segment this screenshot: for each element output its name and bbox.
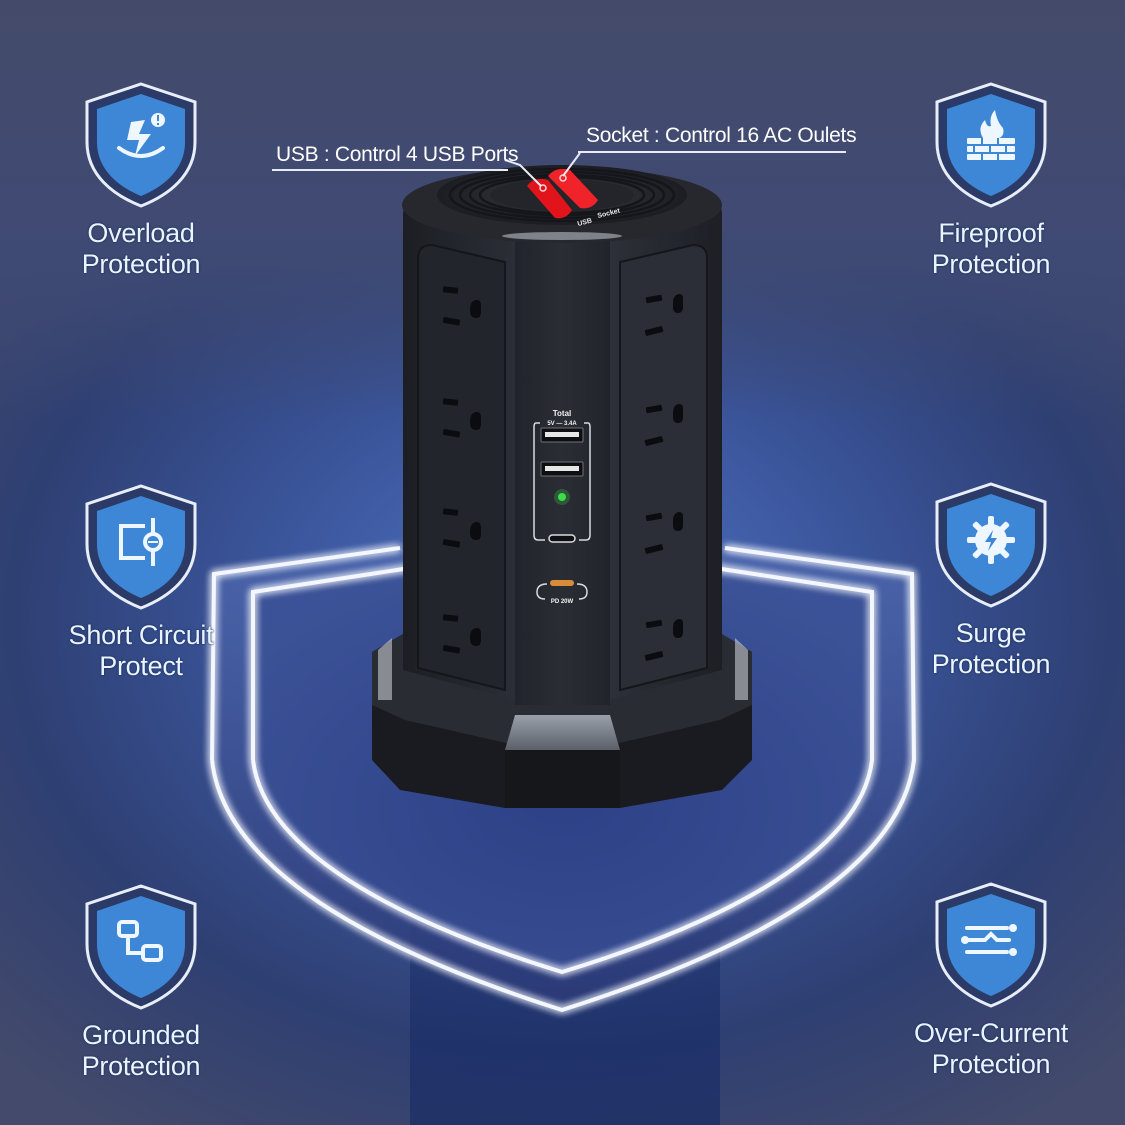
feature-grounded-protection: Grounded Protection <box>41 882 241 1082</box>
short-circuit-icon <box>85 484 197 610</box>
feature-label: Short Circuit Protect <box>68 620 214 681</box>
over-current-lines-icon <box>935 882 1047 1008</box>
fire-wall-icon <box>935 82 1047 208</box>
grounded-network-icon <box>85 884 197 1010</box>
usb-ports-panel <box>533 422 591 600</box>
feature-label: Grounded Protection <box>81 1020 201 1081</box>
surge-gear-bolt-icon <box>935 482 1047 608</box>
socket-callout-line <box>578 151 846 153</box>
feature-short-circuit-protect: Short Circuit Protect <box>41 482 241 682</box>
feature-surge-protection: Surge Protection <box>891 480 1091 680</box>
pd-label: PD 20W <box>551 599 574 605</box>
power-indicator-led <box>558 493 566 501</box>
feature-label: Surge Protection <box>931 618 1051 679</box>
feature-overload-protection: Overload Protection <box>41 80 241 280</box>
light-beam <box>410 700 720 1125</box>
feature-label: Overload Protection <box>81 218 201 279</box>
feature-over-current-protection: Over-Current Protection <box>891 880 1091 1080</box>
usb-rating-label: 5V — 3.4A <box>547 421 577 427</box>
usb-callout-line <box>272 169 508 171</box>
overload-bolt-icon <box>85 82 197 208</box>
usb-switch-callout: USB : Control 4 USB Ports <box>276 143 519 166</box>
feature-label: Fireproof Protection <box>931 218 1051 279</box>
feature-label: Over-Current Protection <box>914 1018 1068 1079</box>
feature-fireproof-protection: Fireproof Protection <box>891 80 1091 280</box>
socket-switch-callout: Socket : Control 16 AC Oulets <box>586 124 857 147</box>
